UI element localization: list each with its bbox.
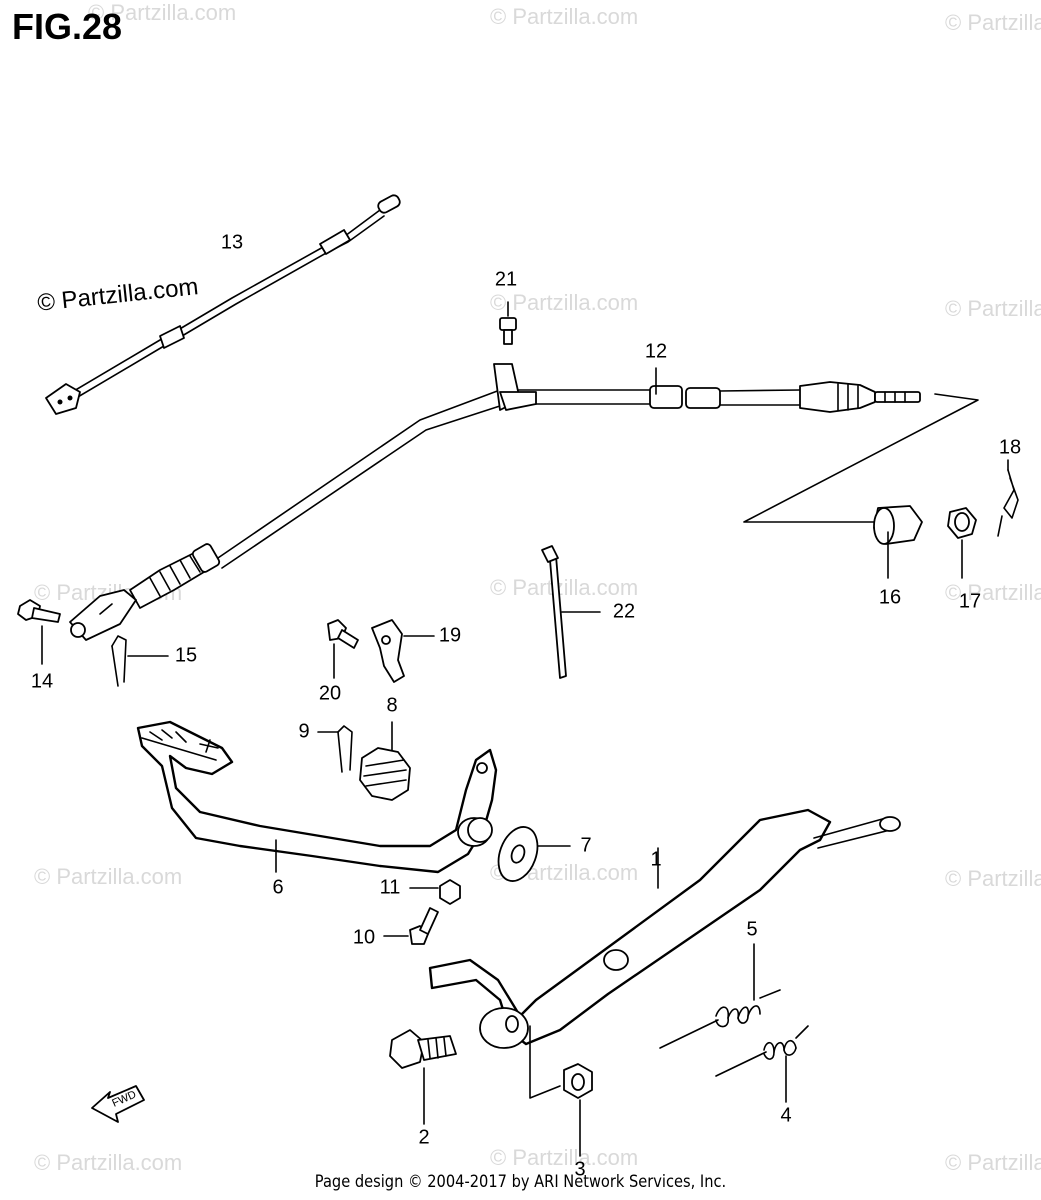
part-21-bolt[interactable]	[499, 301, 517, 345]
part-6-brake-pedal[interactable]	[136, 720, 498, 874]
part-5-spring[interactable]	[659, 943, 781, 1049]
watermark: © Partzilla.com	[945, 296, 1041, 321]
part-1-side-stand[interactable]	[428, 808, 901, 1049]
watermark: © Partzilla.com	[490, 1145, 639, 1170]
callout-14: 14	[30, 670, 54, 693]
callout-18: 18	[998, 436, 1022, 459]
part-15-cotter-pin[interactable]	[111, 635, 169, 687]
callout-9: 9	[298, 720, 310, 743]
part-4-spring[interactable]	[715, 1025, 809, 1103]
part-10-bolt[interactable]	[383, 907, 439, 945]
callout-17: 17	[958, 590, 982, 613]
part-12-brake-cable[interactable]	[69, 363, 921, 641]
callout-16: 16	[878, 586, 902, 609]
part-3-nut[interactable]	[529, 1025, 593, 1157]
watermark: © Partzilla.com	[34, 864, 183, 889]
callout-21: 21	[494, 268, 518, 291]
leader-line	[743, 393, 979, 523]
part-7-washer[interactable]	[492, 822, 571, 887]
callout-12: 12	[644, 340, 668, 363]
callout-22: 22	[612, 600, 636, 623]
figure-title: FIG.28	[12, 6, 123, 47]
watermark: © Partzilla.com	[945, 1150, 1041, 1175]
callout-15: 15	[174, 644, 198, 667]
part-9-cotter-pin[interactable]	[317, 725, 353, 773]
part-2-pivot-bolt[interactable]	[389, 1029, 457, 1125]
part-17-nut[interactable]	[947, 507, 977, 579]
part-18-clip[interactable]	[997, 459, 1019, 537]
footer-copyright: Page design © 2004-2017 by ARI Network S…	[314, 1172, 727, 1192]
watermark: © Partzilla.com	[88, 0, 237, 25]
callout-4: 4	[780, 1104, 792, 1127]
callout-10: 10	[352, 926, 376, 949]
callout-13: 13	[220, 231, 244, 254]
fwd-arrow-icon: FWD	[91, 1085, 145, 1123]
callout-7: 7	[580, 834, 592, 857]
callout-19: 19	[438, 624, 462, 647]
part-11-nut[interactable]	[409, 879, 461, 905]
part-13-cable[interactable]	[45, 194, 402, 415]
callout-5: 5	[746, 918, 758, 941]
callout-1: 1	[650, 848, 662, 871]
callout-20: 20	[318, 682, 342, 705]
watermark: © Partzilla.com	[34, 1150, 183, 1175]
callout-8: 8	[386, 694, 398, 717]
callout-11: 11	[379, 876, 401, 899]
watermark: © Partzilla.com	[945, 580, 1041, 605]
watermark: © Partzilla.com	[490, 4, 639, 29]
part-16-cylinder[interactable]	[873, 505, 923, 579]
callout-6: 6	[272, 876, 284, 899]
watermark: © Partzilla.com	[490, 575, 639, 600]
part-8-spring[interactable]	[359, 721, 411, 801]
callout-3: 3	[574, 1158, 586, 1181]
watermark: © Partzilla.com	[490, 290, 639, 315]
part-22-rod[interactable]	[541, 545, 601, 679]
callout-2: 2	[418, 1126, 430, 1149]
part-20-bolt[interactable]	[327, 619, 359, 679]
watermark: © Partzilla.com	[945, 10, 1041, 35]
part-19-bracket[interactable]	[371, 619, 435, 683]
part-14-bolt[interactable]	[17, 599, 61, 665]
watermark: © Partzilla.com	[945, 866, 1041, 891]
